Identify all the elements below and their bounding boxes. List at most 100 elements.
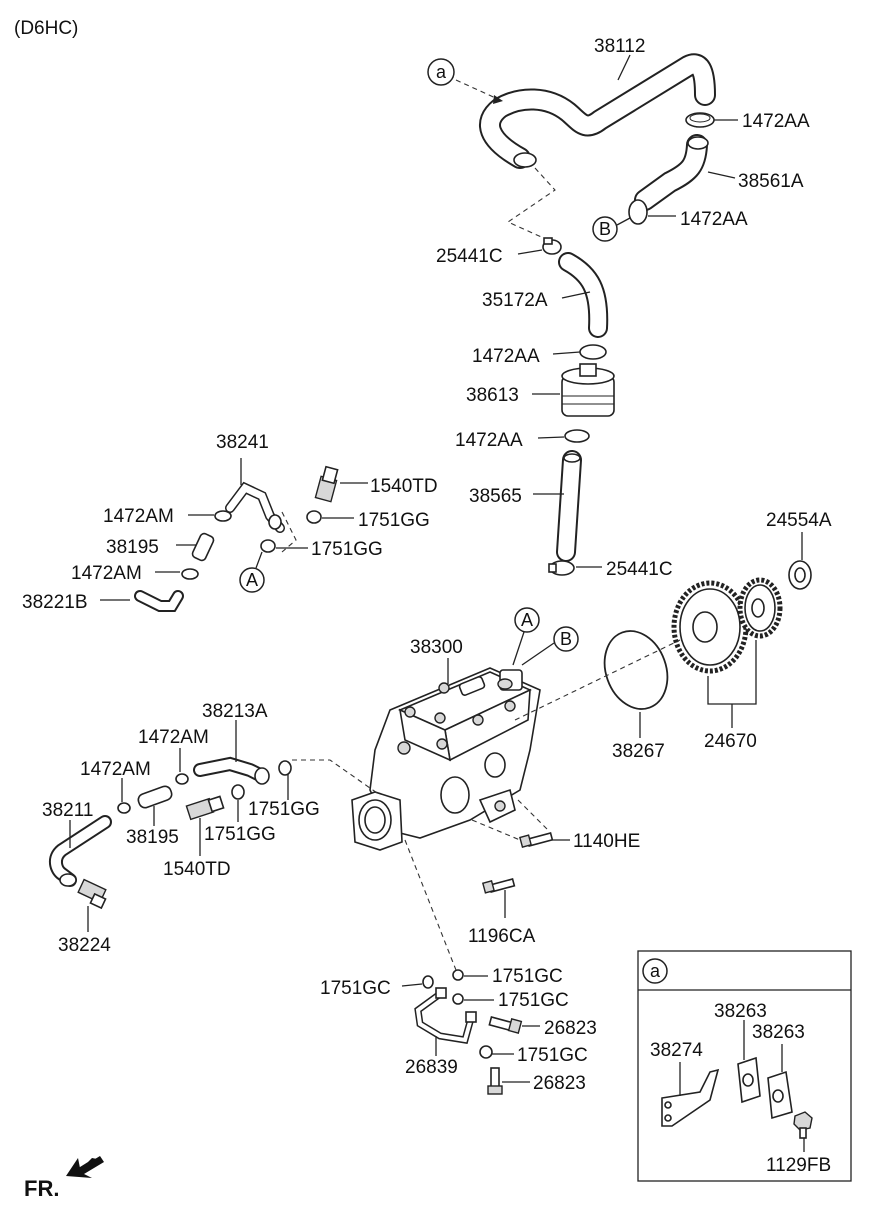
ref-circle-A-left: A xyxy=(239,567,265,593)
label-1751GG-2: 1751GG xyxy=(311,539,383,560)
washer-1751GC-2 xyxy=(452,969,464,981)
label-38263-1: 38263 xyxy=(714,1001,767,1022)
washer-1751GC-4 xyxy=(479,1045,493,1059)
hose-38195-1 xyxy=(191,532,215,562)
label-38221B: 38221B xyxy=(22,592,88,613)
label-1472AA-3: 1472AA xyxy=(472,346,540,367)
label-35172A: 35172A xyxy=(482,290,548,311)
clamp-1472AM-1 xyxy=(214,510,232,522)
svg-text:A: A xyxy=(246,570,258,590)
label-1540TD-2: 1540TD xyxy=(163,859,231,880)
label-25441C-1: 25441C xyxy=(436,246,503,267)
hose-38565 xyxy=(556,450,582,562)
label-1472AM-4: 1472AM xyxy=(80,759,151,780)
ref-circle-B-top: B xyxy=(592,216,618,242)
label-1751GC-1: 1751GC xyxy=(320,978,391,999)
label-1472AA-2: 1472AA xyxy=(680,209,748,230)
air-compressor-38300 xyxy=(351,667,541,851)
bolt-26823-1 xyxy=(488,1016,523,1034)
plug-1540TD-1 xyxy=(314,465,339,503)
label-26823-2: 26823 xyxy=(533,1073,586,1094)
filter-38613 xyxy=(561,363,615,417)
washer-1751GG-2 xyxy=(260,539,276,553)
svg-text:a: a xyxy=(436,62,447,82)
label-38211: 38211 xyxy=(42,800,93,821)
label-38263-2: 38263 xyxy=(752,1022,805,1043)
label-26839: 26839 xyxy=(405,1057,458,1078)
bolt-26823-2 xyxy=(487,1067,503,1095)
label-1472AM-2: 1472AM xyxy=(71,563,142,584)
label-25441C-2: 25441C xyxy=(606,559,673,580)
label-38195-2: 38195 xyxy=(126,827,179,848)
label-38112: 38112 xyxy=(594,36,645,57)
ref-circle-a-top: a xyxy=(427,58,455,86)
clamp-1472AA-1 xyxy=(685,112,715,128)
label-1196CA: 1196CA xyxy=(468,926,536,947)
label-1540TD-1: 1540TD xyxy=(370,476,438,497)
front-label: FR. xyxy=(24,1176,59,1201)
clamp-25441C-2 xyxy=(548,560,575,576)
label-1751GG-4: 1751GG xyxy=(204,824,276,845)
label-1472AA-1: 1472AA xyxy=(742,111,810,132)
gear-24670-large xyxy=(671,580,749,674)
label-38613: 38613 xyxy=(466,385,519,406)
label-24670: 24670 xyxy=(704,731,757,752)
label-1472AA-4: 1472AA xyxy=(455,430,523,451)
bracket-38274 xyxy=(661,1068,720,1127)
washer-1751GG-4 xyxy=(231,784,245,800)
label-38224: 38224 xyxy=(58,935,111,956)
svg-text:B: B xyxy=(599,219,611,239)
clamp-1472AM-4 xyxy=(117,802,131,814)
label-1472AM-3: 1472AM xyxy=(138,727,209,748)
label-24554A: 24554A xyxy=(766,510,832,531)
clamp-25441C-1 xyxy=(542,237,562,255)
plug-38224 xyxy=(77,878,107,910)
label-1751GG-3: 1751GG xyxy=(248,799,320,820)
label-1472AM-1: 1472AM xyxy=(103,506,174,527)
hose-35172A xyxy=(558,252,609,338)
front-arrow-head-icon xyxy=(66,1156,104,1178)
clamp-1472AA-4 xyxy=(564,429,590,443)
svg-text:A: A xyxy=(521,610,533,630)
label-38565: 38565 xyxy=(469,486,522,507)
fitting-38221B xyxy=(134,590,184,612)
label-38213A: 38213A xyxy=(202,701,268,722)
label-1751GG-1: 1751GG xyxy=(358,510,430,531)
label-38274: 38274 xyxy=(650,1040,703,1061)
hose-38195-2 xyxy=(137,785,173,809)
engine-code: (D6HC) xyxy=(14,18,78,39)
label-1751GC-3: 1751GC xyxy=(498,990,569,1011)
ref-circle-A-comp: A xyxy=(514,607,540,633)
label-1129FB: 1129FB xyxy=(766,1155,831,1176)
hose-38211 xyxy=(49,815,112,887)
label-1140HE: 1140HE xyxy=(573,831,640,852)
washer-1751GG-1 xyxy=(306,510,322,524)
label-38561A: 38561A xyxy=(738,171,804,192)
inset-ref-a: a xyxy=(650,961,661,981)
bearing-24554A xyxy=(788,560,812,590)
o-ring-38267 xyxy=(603,630,669,710)
label-38241: 38241 xyxy=(216,432,269,453)
clamp-1472AA-3 xyxy=(579,344,607,360)
label-1751GC-2: 1751GC xyxy=(492,966,563,987)
pipe-26839 xyxy=(414,987,477,1044)
washer-1751GC-1 xyxy=(422,975,434,989)
bolt-1129FB xyxy=(793,1111,813,1139)
label-26823-1: 26823 xyxy=(544,1018,597,1039)
bolt-1140HE xyxy=(519,832,554,848)
clamp-1472AM-3 xyxy=(175,773,189,785)
bolt-1196CA xyxy=(481,878,516,894)
clamp-1472AM-2 xyxy=(181,568,199,580)
label-38267: 38267 xyxy=(612,741,665,762)
clip-38263-1 xyxy=(737,1056,761,1104)
clip-38263-2 xyxy=(767,1070,793,1120)
fitting-38241 xyxy=(225,481,285,533)
label-38195-1: 38195 xyxy=(106,537,159,558)
washer-1751GG-3 xyxy=(278,760,292,776)
label-38300: 38300 xyxy=(410,637,463,658)
label-1751GC-4: 1751GC xyxy=(517,1045,588,1066)
fitting-38213A xyxy=(193,756,270,785)
plug-1540TD-2 xyxy=(185,795,225,821)
svg-text:B: B xyxy=(560,629,572,649)
